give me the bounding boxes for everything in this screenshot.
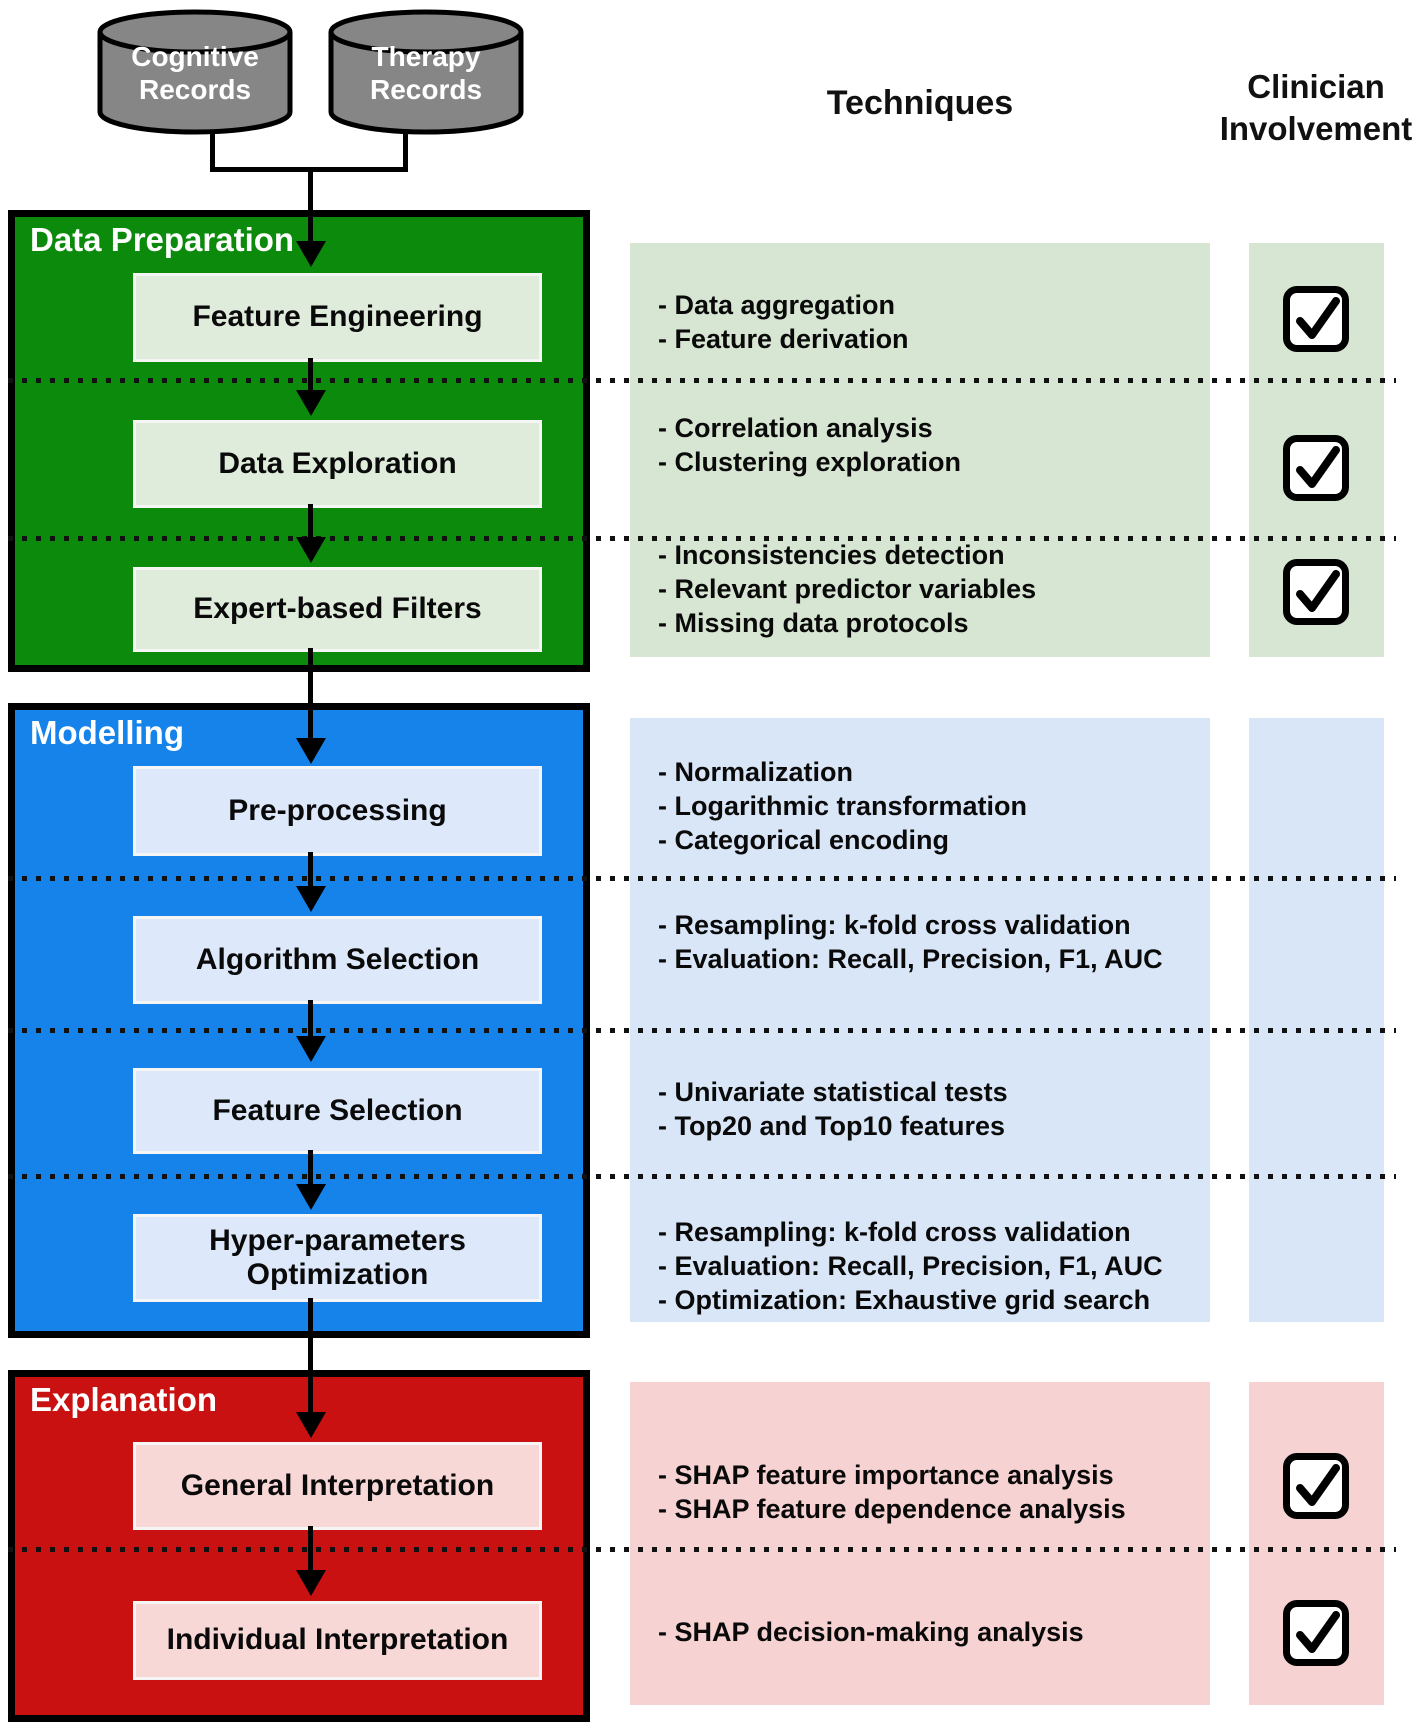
technique-line: - Feature derivation (658, 324, 909, 354)
check-glyph (1296, 297, 1340, 339)
techniques-row: - Normalization - Logarithmic transforma… (658, 755, 1203, 857)
database-cylinder-icon (97, 9, 293, 135)
section-title-explanation: Explanation (30, 1381, 218, 1418)
checked-checkbox-icon (1283, 1600, 1349, 1666)
dotted-divider (8, 1028, 1396, 1033)
arrow-head-icon (296, 390, 326, 416)
arrow-head-icon (296, 1570, 326, 1596)
techniques-row: - Inconsistencies detection - Relevant p… (658, 538, 1203, 640)
arrow-head-icon (296, 241, 326, 267)
clinician-panel-modelling (1249, 718, 1384, 1322)
database-cylinder-icon (328, 9, 524, 135)
technique-line: - Resampling: k-fold cross validation (658, 910, 1131, 940)
techniques-row: - Correlation analysis - Clustering expl… (658, 411, 1203, 479)
techniques-panel-data-preparation (630, 243, 1210, 657)
dotted-divider (8, 876, 1396, 881)
technique-line: - SHAP feature dependence analysis (658, 1494, 1126, 1524)
techniques-row: - Resampling: k-fold cross validation - … (658, 908, 1203, 976)
step-box-data-exploration: Data Exploration (133, 420, 542, 508)
technique-line: - Evaluation: Recall, Precision, F1, AUC (658, 944, 1163, 974)
technique-line: - Missing data protocols (658, 608, 969, 638)
arrow-head-icon (296, 1184, 326, 1210)
techniques-panel-modelling (630, 718, 1210, 1322)
arrow-head-icon (296, 537, 326, 563)
technique-line: - Resampling: k-fold cross validation (658, 1217, 1131, 1247)
step-box-algorithm-selection: Algorithm Selection (133, 916, 542, 1004)
dotted-divider (8, 1547, 1396, 1552)
technique-line: - Univariate statistical tests (658, 1077, 1008, 1107)
arrow-head-icon (296, 886, 326, 912)
step-box-feature-engineering: Feature Engineering (133, 273, 542, 362)
dotted-divider (8, 378, 1396, 383)
step-box-expert-based-filters: Expert-based Filters (133, 567, 542, 652)
flow-arrow-line (308, 1526, 313, 1572)
arrow-head-icon (296, 1412, 326, 1438)
technique-line: - Logarithmic transformation (658, 791, 1028, 821)
technique-line: - Relevant predictor variables (658, 574, 1037, 604)
technique-line: - Evaluation: Recall, Precision, F1, AUC (658, 1251, 1163, 1281)
checked-checkbox-icon (1283, 286, 1349, 352)
techniques-row: - Resampling: k-fold cross validation - … (658, 1215, 1203, 1317)
check-glyph (1296, 446, 1340, 488)
techniques-row: - SHAP feature importance analysis - SHA… (658, 1458, 1203, 1526)
step-box-hyper-parameters-optimization: Hyper-parameters Optimization (133, 1214, 542, 1302)
check-glyph (1296, 1611, 1340, 1653)
flow-arrow-line (308, 1000, 313, 1038)
techniques-column-header: Techniques (826, 84, 1014, 122)
technique-line: - Data aggregation (658, 290, 896, 320)
dotted-divider (8, 1174, 1396, 1179)
techniques-panel-explanation (630, 1382, 1210, 1705)
datastore-label-cognitive: Cognitive Records (131, 41, 259, 105)
step-box-feature-selection: Feature Selection (133, 1068, 542, 1154)
arrow-head-icon (296, 1036, 326, 1062)
checked-checkbox-icon (1283, 559, 1349, 625)
technique-line: - Clustering exploration (658, 447, 962, 477)
technique-line: - Optimization: Exhaustive grid search (658, 1285, 1151, 1315)
datastore-label-therapy: Therapy Records (369, 41, 483, 105)
techniques-row: - Data aggregation - Feature derivation (658, 288, 1203, 356)
step-box-individual-interpretation: Individual Interpretation (133, 1601, 542, 1680)
step-box-pre-processing: Pre-processing (133, 766, 542, 856)
dotted-divider (8, 536, 1396, 541)
check-glyph (1296, 570, 1340, 612)
flow-arrow-line (308, 1150, 313, 1186)
flow-arrow-line (308, 852, 313, 888)
techniques-row: - SHAP decision-making analysis (658, 1615, 1203, 1649)
technique-line: - SHAP feature importance analysis (658, 1460, 1114, 1490)
section-title-data-preparation: Data Preparation (30, 221, 295, 258)
flow-arrow-line (308, 1298, 313, 1414)
connector-line (210, 134, 215, 172)
technique-line: - SHAP decision-making analysis (658, 1617, 1084, 1647)
checked-checkbox-icon (1283, 1453, 1349, 1519)
clinician-column-header: Clinician Involvement (1219, 68, 1413, 147)
techniques-row: - Univariate statistical tests - Top20 a… (658, 1075, 1203, 1143)
flow-arrow-line (308, 504, 313, 539)
arrow-head-icon (296, 738, 326, 764)
section-title-modelling: Modelling (30, 714, 184, 751)
technique-line: - Categorical encoding (658, 825, 950, 855)
technique-line: - Inconsistencies detection (658, 540, 1005, 570)
flow-arrow-line (308, 648, 313, 740)
step-box-general-interpretation: General Interpretation (133, 1442, 542, 1530)
flow-arrow-line (308, 358, 313, 392)
flow-arrow-line (308, 167, 313, 243)
technique-line: - Top20 and Top10 features (658, 1111, 1006, 1141)
check-glyph (1296, 1464, 1340, 1506)
connector-line (403, 134, 408, 172)
technique-line: - Correlation analysis (658, 413, 933, 443)
technique-line: - Normalization (658, 757, 854, 787)
checked-checkbox-icon (1283, 435, 1349, 501)
